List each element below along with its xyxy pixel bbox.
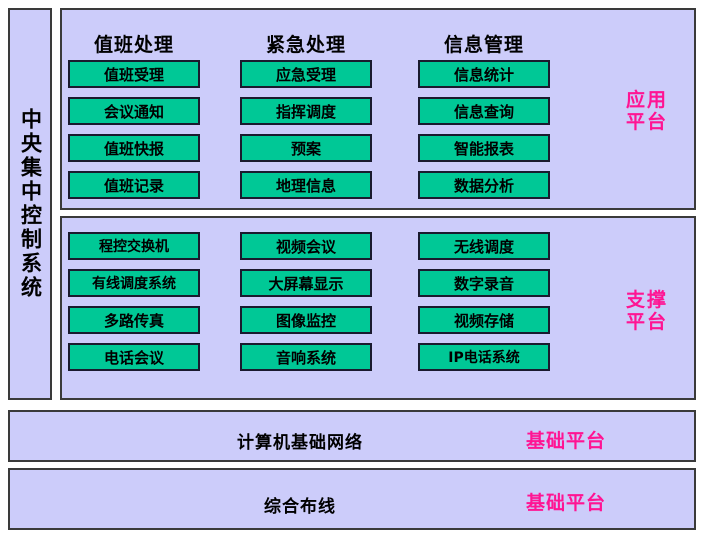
tile-video-conference[interactable]: 视频会议 bbox=[240, 232, 372, 260]
column-emergency-handling: 应急受理 指挥调度 预案 地理信息 bbox=[240, 60, 372, 208]
tile-information-statistics[interactable]: 信息统计 bbox=[418, 60, 550, 88]
tile-geographic-information[interactable]: 地理信息 bbox=[240, 171, 372, 199]
tile-multichannel-fax[interactable]: 多路传真 bbox=[68, 306, 200, 334]
column-header-information-management: 信息管理 bbox=[443, 34, 524, 56]
tile-data-analysis[interactable]: 数据分析 bbox=[418, 171, 550, 199]
basic-network-bar: 计算机基础网络 基础平台 bbox=[8, 410, 696, 462]
tile-command-dispatch[interactable]: 指挥调度 bbox=[240, 97, 372, 125]
tile-intelligent-report[interactable]: 智能报表 bbox=[418, 134, 550, 162]
application-platform-label: 应用 平台 bbox=[625, 89, 668, 134]
integrated-cabling-platform-label: 基础平台 bbox=[525, 492, 606, 514]
tile-video-storage[interactable]: 视频存储 bbox=[418, 306, 550, 334]
integrated-cabling-bar: 综合布线 基础平台 bbox=[8, 468, 696, 530]
tile-wired-dispatch-system[interactable]: 有线调度系统 bbox=[68, 269, 200, 297]
tile-duty-acceptance[interactable]: 值班受理 bbox=[68, 60, 200, 88]
central-control-system-block: 中央集中控制系统 bbox=[8, 8, 52, 400]
column-information-management: 信息统计 信息查询 智能报表 数据分析 bbox=[418, 60, 550, 208]
support-platform-label-line2: 平台 bbox=[625, 310, 668, 333]
basic-network-platform-label: 基础平台 bbox=[525, 430, 606, 452]
tile-contingency-plan[interactable]: 预案 bbox=[240, 134, 372, 162]
tile-program-controlled-switch[interactable]: 程控交换机 bbox=[68, 232, 200, 260]
central-control-system-label: 中央集中控制系统 bbox=[18, 108, 43, 300]
tile-wireless-dispatch[interactable]: 无线调度 bbox=[418, 232, 550, 260]
tile-ip-telephone-system[interactable]: IP电话系统 bbox=[418, 343, 550, 371]
column-support-communication: 程控交换机 有线调度系统 多路传真 电话会议 bbox=[68, 232, 200, 380]
tile-meeting-notice[interactable]: 会议通知 bbox=[68, 97, 200, 125]
column-support-wireless: 无线调度 数字录音 视频存储 IP电话系统 bbox=[418, 232, 550, 380]
tile-large-screen-display[interactable]: 大屏幕显示 bbox=[240, 269, 372, 297]
tile-duty-record[interactable]: 值班记录 bbox=[68, 171, 200, 199]
tile-telephone-conference[interactable]: 电话会议 bbox=[68, 343, 200, 371]
tile-image-monitoring[interactable]: 图像监控 bbox=[240, 306, 372, 334]
basic-network-title: 计算机基础网络 bbox=[237, 433, 363, 453]
application-platform-label-line2: 平台 bbox=[625, 110, 668, 133]
tile-emergency-acceptance[interactable]: 应急受理 bbox=[240, 60, 372, 88]
support-platform-label-line1: 支撑 bbox=[625, 289, 668, 311]
column-support-video: 视频会议 大屏幕显示 图像监控 音响系统 bbox=[240, 232, 372, 380]
application-platform-panel: 值班处理 紧急处理 信息管理 值班受理 会议通知 值班快报 值班记录 应急受理 … bbox=[60, 8, 696, 210]
tile-duty-bulletin[interactable]: 值班快报 bbox=[68, 134, 200, 162]
tile-information-query[interactable]: 信息查询 bbox=[418, 97, 550, 125]
column-header-emergency-handling: 紧急处理 bbox=[265, 34, 346, 56]
column-duty-handling: 值班受理 会议通知 值班快报 值班记录 bbox=[68, 60, 200, 208]
application-platform-label-line1: 应用 bbox=[625, 89, 668, 111]
support-platform-panel: 程控交换机 有线调度系统 多路传真 电话会议 视频会议 大屏幕显示 图像监控 音… bbox=[60, 216, 696, 400]
support-platform-label: 支撑 平台 bbox=[625, 289, 668, 334]
tile-audio-system[interactable]: 音响系统 bbox=[240, 343, 372, 371]
tile-digital-recording[interactable]: 数字录音 bbox=[418, 269, 550, 297]
integrated-cabling-title: 综合布线 bbox=[264, 497, 336, 517]
column-header-duty-handling: 值班处理 bbox=[93, 34, 174, 56]
